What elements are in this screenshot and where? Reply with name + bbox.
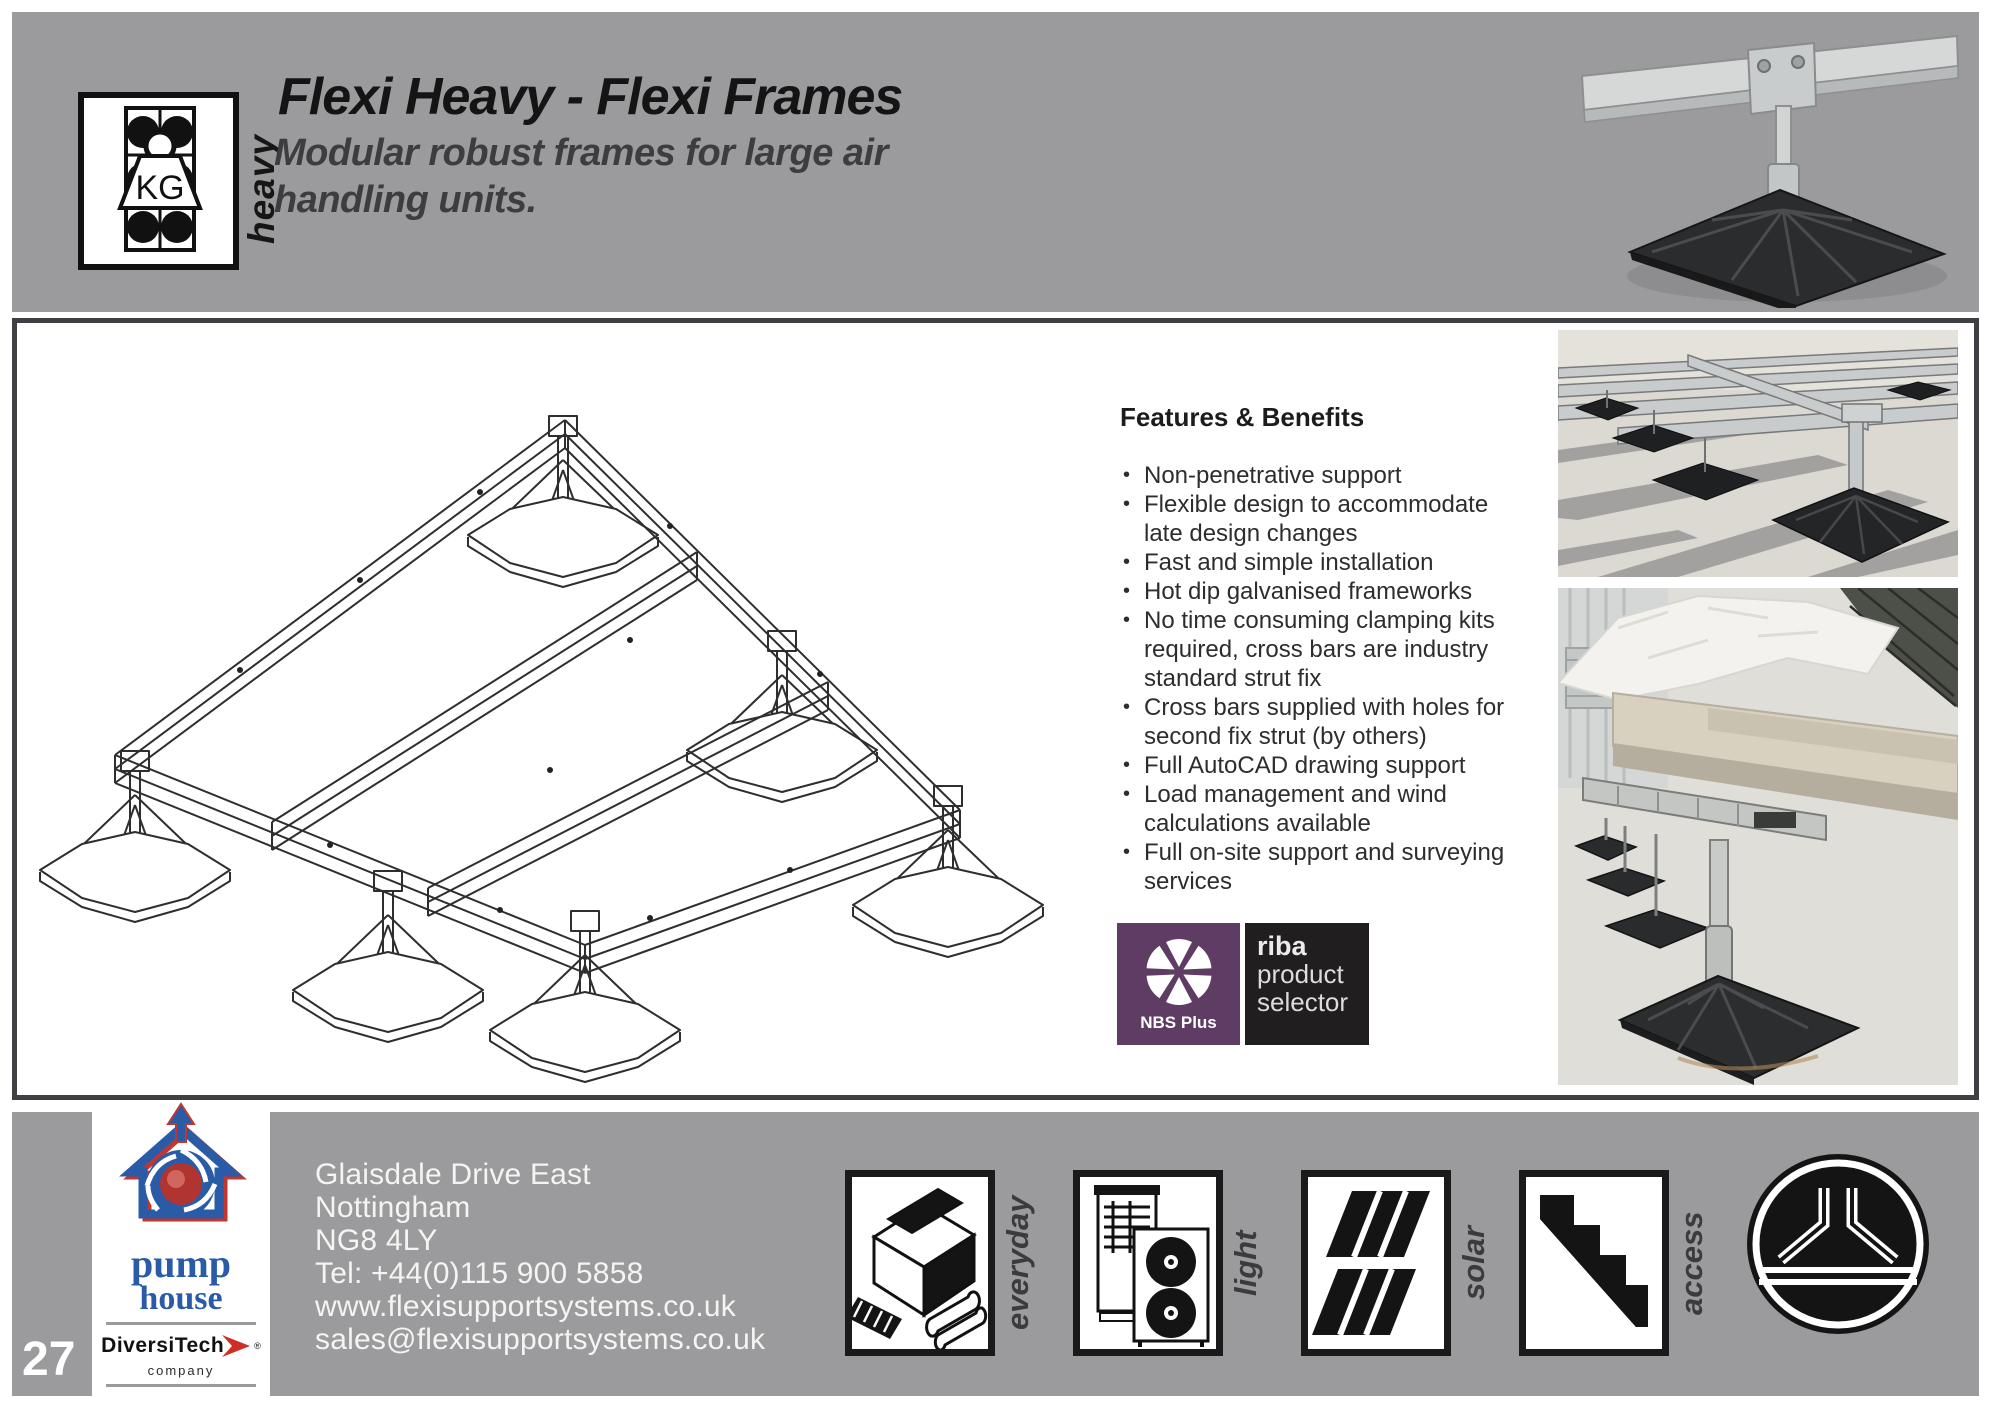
feature-item: Flexible design to accommodate late desi… [1120, 490, 1515, 548]
category-solar [1301, 1170, 1451, 1356]
category-light-label: light [1228, 1230, 1263, 1296]
category-everyday-label: everyday [1000, 1195, 1035, 1331]
pump-house-icon [119, 1102, 247, 1222]
house-wordmark: house [139, 1280, 223, 1317]
page-title: Flexi Heavy - Flexi Frames [278, 68, 903, 126]
header-band: KG heavy Flexi Heavy - Flexi Frames Modu… [12, 12, 1979, 312]
website-url: www.flexisupportsystems.co.uk [315, 1290, 736, 1323]
category-solar-label: solar [1456, 1225, 1491, 1301]
nbs-plus-badge: NBS Plus [1117, 923, 1240, 1045]
installation-photo-ahu [1558, 588, 1958, 1085]
riba-product-selector-badge: riba product selector [1245, 923, 1369, 1045]
feature-item: Full on-site support and surveying servi… [1120, 838, 1515, 896]
riba-label: riba [1257, 931, 1307, 961]
divider [106, 1384, 256, 1387]
nbs-pinwheel-icon [1146, 939, 1211, 1005]
page-number: 27 [22, 1333, 76, 1386]
access-stairs-icon [1540, 1195, 1648, 1327]
category-access [1519, 1170, 1669, 1356]
company-label: company [147, 1363, 215, 1378]
solar-panels-icon [1312, 1189, 1430, 1337]
address-line: Glaisdale Drive East [315, 1158, 591, 1191]
category-everyday [845, 1170, 995, 1356]
pump-house-logo-panel: pump house DiversiTech ® company [92, 1102, 270, 1400]
diversitech-mark: DiversiTech ® [101, 1329, 261, 1363]
pump-wordmark: pump [130, 1241, 232, 1286]
category-light [1073, 1170, 1223, 1356]
light-hvac-unit-icon [1094, 1185, 1210, 1347]
nbs-plus-label: NBS Plus [1140, 1013, 1217, 1032]
address-line: Nottingham [315, 1191, 471, 1224]
feature-item: Hot dip galvanised frameworks [1120, 577, 1515, 606]
features-heading: Features & Benefits [1120, 402, 1365, 432]
heavy-duty-kg-icon: KG [78, 92, 239, 270]
page-subtitle: Modular robust frames for large air hand… [274, 132, 888, 221]
feature-item: No time consuming clamping kits required… [1120, 606, 1515, 693]
phone-number: Tel: +44(0)115 900 5858 [315, 1257, 644, 1290]
features-section: Features & Benefits Non-penetrative supp… [1120, 402, 1515, 896]
svg-text:KG: KG [135, 169, 184, 207]
product-photo-rubber-foot [1580, 34, 1960, 308]
address-line: NG8 4LY [315, 1224, 438, 1257]
frame-technical-drawing [39, 415, 1044, 1083]
kg-weight-icon: KG [117, 106, 203, 252]
installation-photo-roof [1558, 330, 1958, 577]
flexi-roundel-icon [1747, 1154, 1929, 1334]
category-access-label: access [1674, 1211, 1709, 1315]
feature-item: Full AutoCAD drawing support [1120, 751, 1515, 780]
divider [106, 1322, 256, 1325]
features-list: Non-penetrative support Flexible design … [1120, 461, 1515, 896]
everyday-ductwork-icon [846, 1187, 988, 1352]
feature-item: Non-penetrative support [1120, 461, 1515, 490]
diversitech-arrow-icon [222, 1335, 251, 1357]
email-address: sales@flexisupportsystems.co.uk [315, 1323, 766, 1356]
feature-item: Load management and wind calculations av… [1120, 780, 1515, 838]
feature-item: Fast and simple installation [1120, 548, 1515, 577]
contact-address: Glaisdale Drive East Nottingham NG8 4LY … [315, 1158, 765, 1356]
feature-item: Cross bars supplied with holes for secon… [1120, 693, 1515, 751]
